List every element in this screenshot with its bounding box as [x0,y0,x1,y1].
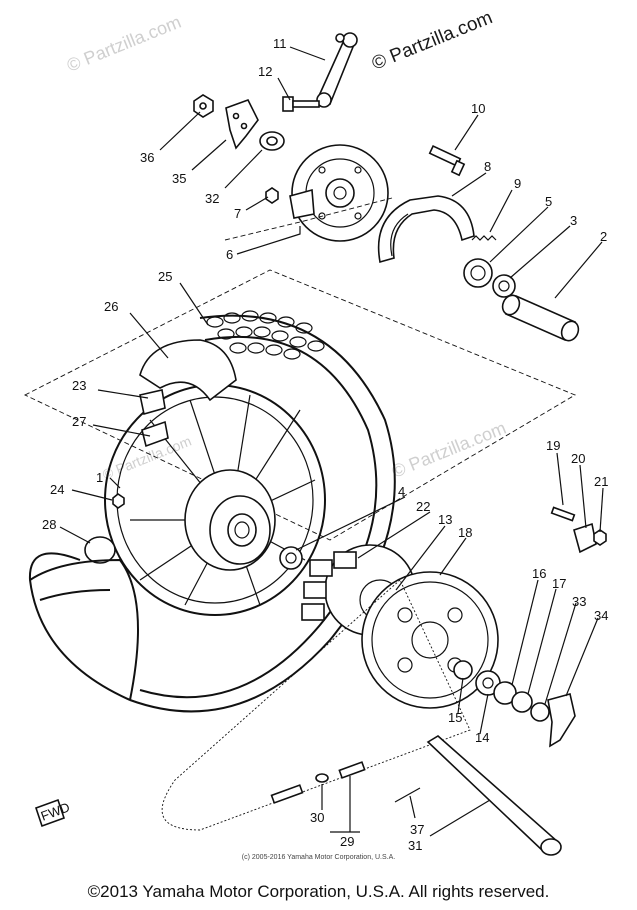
callout-11: 11 [273,36,287,51]
wheel-hub [184,469,276,571]
collar-15 [453,660,473,680]
chain-puller-34 [547,693,576,748]
callout-34: 34 [594,608,608,623]
adjuster-bolt [550,506,576,522]
callout-21: 21 [594,474,608,489]
callout-2: 2 [600,229,607,244]
bearing-4 [279,546,303,570]
callout-12: 12 [258,64,272,79]
callout-31: 31 [408,838,422,853]
bolt [282,96,320,112]
callout-22: 22 [416,499,430,514]
collar [259,131,285,151]
axle [426,735,562,856]
nut [193,94,214,118]
callout-15: 15 [448,710,462,725]
callout-30: 30 [310,810,324,825]
inner-tube [29,536,139,701]
small-nut [265,187,279,204]
callout-35: 35 [172,171,186,186]
chain-puller [225,99,259,150]
chain-joint [270,761,366,804]
fwd-arrow-marker: FWD [34,798,72,828]
callout-4: 4 [398,484,405,499]
callout-3: 3 [570,213,577,228]
adjuster-plate [573,522,597,554]
callout-20: 20 [571,451,585,466]
spacer-tube [501,294,580,342]
torque-arm [316,32,358,108]
callout-19: 19 [546,438,560,453]
callout-6: 6 [226,247,233,262]
callout-1: 1 [96,470,103,485]
callout-24: 24 [50,482,64,497]
tube-patch [139,389,166,416]
callout-37: 37 [410,822,424,837]
tube-valve [141,420,169,448]
callout-9: 9 [514,176,521,191]
drive-chain [161,579,471,831]
nut-24 [112,493,125,509]
callout-27: 27 [72,414,86,429]
adjuster-nut [593,529,607,546]
callout-14: 14 [475,730,489,745]
rear-tire [28,310,396,713]
callout-26: 26 [104,299,118,314]
collar-33 [530,702,550,722]
callout-25: 25 [158,269,172,284]
bearing-5 [463,258,493,288]
callout-17: 17 [552,576,566,591]
cotter-pin [394,787,421,803]
copyright-notice: ©2013 Yamaha Motor Corporation, U.S.A. A… [87,882,550,901]
brake-camshaft [428,144,466,177]
callout-33: 33 [572,594,586,609]
copyright-small: (c) 2005-2016 Yamaha Motor Corporation, … [241,854,396,861]
callout-13: 13 [438,512,452,527]
callout-8: 8 [484,159,491,174]
brake-shoe [377,195,475,264]
oil-seal [492,274,516,298]
callout-36: 36 [140,150,154,165]
callout-10: 10 [471,101,485,116]
watermark-center: © Partzilla.com [389,418,509,482]
callout-29: 29 [340,834,354,849]
callout-32: 32 [205,191,219,206]
circlip-17 [511,691,533,713]
brake-shoe-plate [289,144,389,242]
callout-23: 23 [72,378,86,393]
callout-18: 18 [458,525,472,540]
callout-28: 28 [42,517,56,532]
watermark-top-left: © Partzilla.com [64,12,184,76]
oil-seal-16 [493,681,517,705]
brake-spring [471,235,497,241]
watermark-top-right: © Partzilla.com [369,7,496,74]
callout-16: 16 [532,566,546,581]
callout-7: 7 [234,206,241,221]
callout-5: 5 [545,194,552,209]
